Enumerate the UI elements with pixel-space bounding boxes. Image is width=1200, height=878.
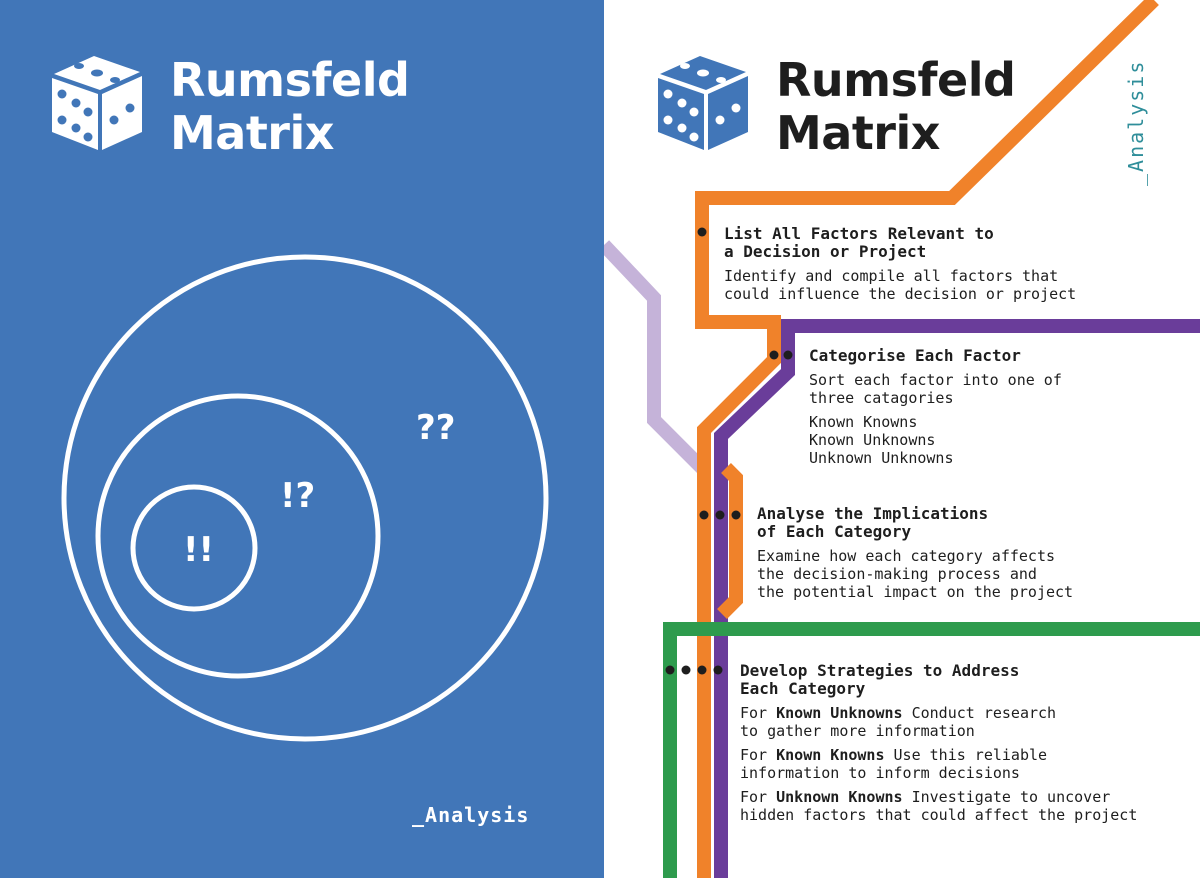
lavender-line	[604, 240, 711, 878]
heading-line: a Decision or Project	[724, 242, 927, 261]
title-line-1: Rumsfeld	[170, 53, 410, 107]
outer-glyph: ??	[416, 408, 456, 448]
heading-line: List All Factors Relevant to	[724, 224, 994, 243]
strategy-prefix: For	[740, 746, 768, 764]
step-heading: Analyse the Implications of Each Categor…	[757, 505, 1073, 541]
dice-icon	[658, 56, 748, 150]
purple-line	[714, 319, 1200, 878]
heading-line: Develop Strategies to Address	[740, 661, 1020, 680]
station-dot	[665, 665, 675, 675]
strategy-known-knowns: For Known Knowns Use this reliable infor…	[740, 746, 1137, 782]
strategy-prefix: For	[740, 704, 768, 722]
right-panel: Rumsfeld Matrix _Analysis List All Facto…	[604, 0, 1200, 878]
body-line: the potential impact on the project	[757, 583, 1074, 601]
analysis-tag: _Analysis	[412, 803, 530, 827]
title-line-1: Rumsfeld	[776, 53, 1016, 107]
station-dot	[713, 665, 723, 675]
orange-line	[695, 0, 1159, 878]
title-line-2: Matrix	[776, 106, 940, 160]
heading-line: of Each Category	[757, 522, 912, 541]
strategy-known-unknowns: For Known Unknowns Conduct research to g…	[740, 704, 1137, 740]
inner-glyph: !!	[183, 530, 215, 570]
strategy-prefix: For	[740, 788, 768, 806]
station-dot	[697, 227, 707, 237]
station-dot	[715, 510, 725, 520]
title-line-2: Matrix	[170, 106, 334, 160]
step-body: Examine how each category affects the de…	[757, 547, 1073, 601]
heading-line: Each Category	[740, 679, 866, 698]
body-line: Identify and compile all factors that	[724, 267, 1059, 285]
left-panel: Rumsfeld Matrix ?? !? !! _Analysis	[0, 0, 604, 878]
green-line	[663, 622, 1200, 878]
orange-branch	[717, 463, 743, 619]
strategy-term: Unknown Knowns	[776, 788, 903, 806]
station-dot	[783, 350, 793, 360]
metro-lines	[604, 0, 1200, 878]
page-title: Rumsfeld Matrix	[776, 53, 1016, 160]
step-body: Identify and compile all factors that co…	[724, 267, 1076, 303]
category-list: Known Knowns Known Unknowns Unknown Unkn…	[809, 413, 1062, 467]
body-line: Sort each factor into one of	[809, 371, 1062, 389]
strategy-text: to gather more information	[740, 722, 975, 740]
step-develop-strategies: Develop Strategies to Address Each Categ…	[740, 662, 1137, 830]
strategy-text: Investigate to uncover	[911, 788, 1111, 806]
strategy-term: Known Unknowns	[776, 704, 903, 722]
analysis-tag-vertical: _Analysis	[1124, 59, 1148, 186]
strategy-text: information to inform decisions	[740, 764, 1020, 782]
middle-circle	[95, 393, 381, 679]
station-dot	[731, 510, 741, 520]
heading-line: Analyse the Implications	[757, 504, 989, 523]
station-dot	[769, 350, 779, 360]
strategy-text: hidden factors that could affect the pro…	[740, 806, 1138, 824]
body-line: Examine how each category affects	[757, 547, 1056, 565]
inner-circle	[130, 484, 258, 612]
category-item: Unknown Unknowns	[809, 449, 954, 467]
category-item: Known Knowns	[809, 413, 918, 431]
step-heading: Categorise Each Factor	[809, 346, 1021, 365]
step-heading: List All Factors Relevant to a Decision …	[724, 225, 1076, 261]
strategy-term: Known Knowns	[776, 746, 885, 764]
station-dot	[697, 665, 707, 675]
step-body: Sort each factor into one of three catag…	[809, 371, 1062, 407]
page-title: Rumsfeld Matrix	[170, 53, 410, 160]
outer-circle	[61, 254, 549, 742]
strategy-unknown-knowns: For Unknown Knowns Investigate to uncove…	[740, 788, 1137, 824]
dice-icon	[52, 56, 142, 150]
category-item: Known Unknowns	[809, 431, 936, 449]
middle-glyph: !?	[280, 476, 316, 516]
body-line: could influence the decision or project	[724, 285, 1077, 303]
body-line: three catagories	[809, 389, 954, 407]
strategy-text: Use this reliable	[893, 746, 1048, 764]
step-analyse: Analyse the Implications of Each Categor…	[757, 505, 1073, 607]
strategy-text: Conduct research	[911, 704, 1057, 722]
step-categorise: Categorise Each Factor Sort each factor …	[809, 347, 1062, 473]
station-dot	[699, 510, 709, 520]
nested-circles-diagram	[61, 254, 549, 742]
step-heading: Develop Strategies to Address Each Categ…	[740, 662, 1137, 698]
station-dot	[681, 665, 691, 675]
body-line: the decision-making process and	[757, 565, 1037, 583]
step-list-factors: List All Factors Relevant to a Decision …	[724, 225, 1076, 309]
